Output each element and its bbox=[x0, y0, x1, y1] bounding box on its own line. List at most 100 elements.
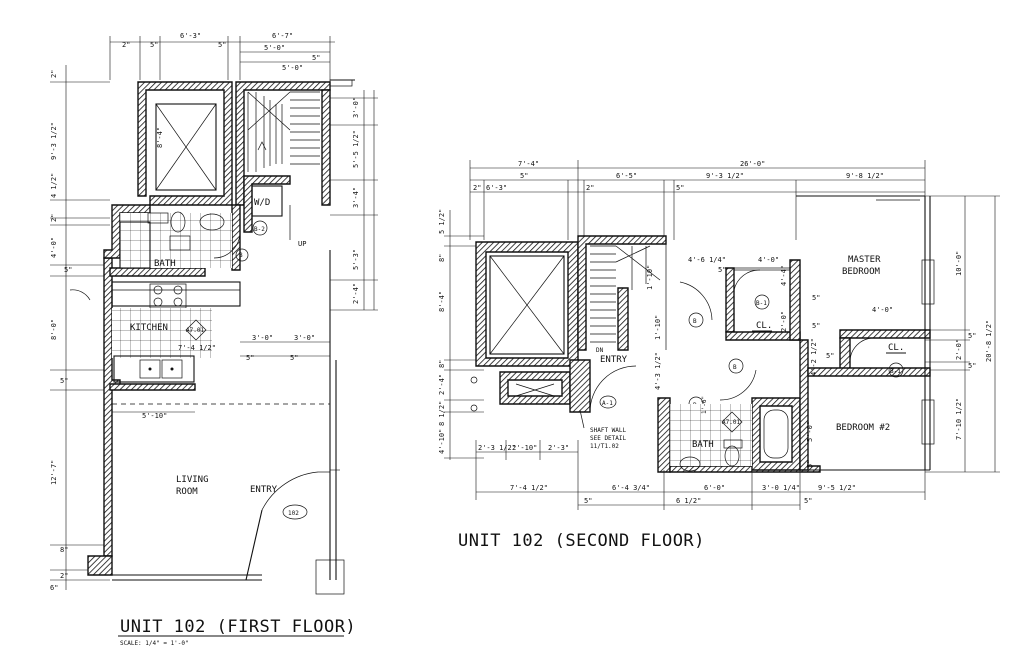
sf-dim-top-2: 6'-3" bbox=[486, 184, 507, 192]
sf-dim-top-8: 9'-8 1/2" bbox=[846, 172, 884, 180]
ff-dim-right-2: 5'-5 1/2" bbox=[352, 130, 360, 168]
sf-dim-top-5: 6'-5" bbox=[616, 172, 637, 180]
sf-dim-int-2: 5" bbox=[718, 266, 726, 274]
sf-stair-dn: DN bbox=[596, 347, 604, 354]
sf-dim-right-4: 2'-0" bbox=[955, 339, 963, 360]
ff-title-block: UNIT 102 (FIRST FLOOR) SCALE: 1/4" = 1'-… bbox=[118, 617, 356, 647]
ff-dim-int-5: 5'-10" bbox=[142, 412, 167, 420]
ff-unit-tag: 102 bbox=[288, 510, 299, 517]
sf-tag-b-1: B bbox=[693, 318, 697, 325]
sf-dim-bot-4: 7'-4 1/2" bbox=[510, 484, 548, 492]
sf-dim-right-1: 10'-0" bbox=[955, 251, 963, 276]
sf-tag-b-2: B bbox=[733, 364, 737, 371]
sf-dim-int-8: 4'-0" bbox=[872, 306, 893, 314]
sf-bottom-dimensions: 2'-3 1/2" 2'-10" 2'-3" 7'-4 1/2" 5" 6'-4… bbox=[475, 440, 926, 510]
ff-tag-b: B bbox=[239, 252, 243, 259]
second-floor-plan: 7'-4" 26'-0" 2" 6'-3" 5" 2" 6'-5" 5" 9'-… bbox=[438, 160, 1000, 551]
ff-kitchen: KITCHEN A7.01 7'-4 1/2" bbox=[111, 281, 241, 383]
sf-dim-top-1: 2" bbox=[473, 184, 481, 192]
ff-dim-left-2: 9'-3 1/2" bbox=[50, 122, 58, 160]
ff-dim-top-4: 5" bbox=[218, 41, 226, 49]
sf-dim-int-5: 5" bbox=[812, 294, 820, 302]
ff-dim-left-7: 8'-0" bbox=[50, 319, 58, 340]
sf-bedroom2-label: BEDROOM #2 bbox=[836, 423, 890, 433]
sf-tag-b1-2: B-1 bbox=[890, 368, 901, 375]
sf-dim-int-12: 1'-10" bbox=[654, 315, 662, 340]
sf-shaft-note-2: SEE DETAIL bbox=[590, 435, 627, 442]
sf-dim-left-1: 5 1/2" bbox=[438, 209, 446, 234]
sf-dim-int-6: 2'-0" bbox=[780, 311, 788, 332]
sf-elevator-shaft bbox=[489, 255, 565, 397]
sf-shaft-note-3: 11/T1.02 bbox=[590, 443, 619, 450]
sf-right-dimensions: 10'-0" 5" 20'-8 1/2" 2'-0" 5" 7'-10 1/2" bbox=[925, 195, 1000, 473]
ff-elevator-shaft: 8'-4" bbox=[155, 103, 217, 191]
sf-tag-a7: A7.01 bbox=[722, 419, 740, 426]
sf-dim-left-7: 4'-10" bbox=[438, 429, 446, 454]
sf-dim-int-7: 5" bbox=[812, 322, 820, 330]
ff-tag-b2: B-2 bbox=[254, 226, 265, 233]
sf-dim-bot-6: 6'-4 3/4" bbox=[612, 484, 650, 492]
sf-dim-bot-9: 6 1/2" bbox=[676, 497, 701, 505]
sf-dim-top-7: 9'-3 1/2" bbox=[706, 172, 744, 180]
ff-dim-top-2: 5" bbox=[150, 41, 158, 49]
ff-bath-label: BATH bbox=[154, 259, 176, 269]
sf-dim-int-13: 5'-0" bbox=[806, 421, 814, 442]
sf-dim-int-9: 4'-2 1/2" bbox=[810, 338, 818, 376]
sf-stair: DN 1'-10" bbox=[590, 244, 667, 354]
ff-left-dimensions: 2" 9'-3 1/2" 4 1/2" 2" 4'-0" 5" 8'-0" 5"… bbox=[50, 65, 110, 592]
sf-top-dimensions: 7'-4" 26'-0" 2" 6'-3" 5" 2" 6'-5" 5" 9'-… bbox=[469, 160, 926, 240]
ff-scale-note: SCALE: 1/4" = 1'-0" bbox=[120, 640, 189, 647]
ff-dim-right-5: 2'-4" bbox=[352, 283, 360, 304]
ff-dim-top-8: 5'-0" bbox=[282, 64, 303, 72]
ff-washer-dryer: W/D B-2 bbox=[251, 185, 283, 236]
sf-dim-int-14: 5" bbox=[806, 460, 814, 468]
ff-dim-top-7: 5" bbox=[312, 54, 320, 62]
sf-bedrooms: MASTER BEDROOM BEDROOM #2 5'-0" 5" bbox=[806, 199, 935, 468]
sf-closet-1: CL. bbox=[756, 321, 772, 331]
sf-dim-int-10: 5" bbox=[826, 352, 834, 360]
sf-dim-bot-10: 9'-5 1/2" bbox=[818, 484, 856, 492]
sf-entry-hall: ENTRY A-1 SHAFT WALL SEE DETAIL 11/T1.02… bbox=[579, 256, 893, 450]
sf-dim-left-5: 2'-4" bbox=[438, 374, 446, 395]
sf-dim-right-5: 5" bbox=[968, 362, 976, 370]
sf-bath: A7.01 BATH 1'-6" bbox=[670, 396, 789, 472]
sf-dim-bot-8: 3'-0 1/4" bbox=[762, 484, 800, 492]
sf-dim-bot-1: 2'-3 1/2" bbox=[478, 444, 516, 452]
ff-dim-left-11: 2" bbox=[60, 572, 68, 580]
sf-dim-bot-2: 2'-10" bbox=[512, 444, 537, 452]
ff-dim-right-3: 3'-4" bbox=[352, 187, 360, 208]
sf-master-label-1: MASTER bbox=[848, 255, 881, 265]
ff-stair-up: UP bbox=[298, 240, 306, 248]
ff-dim-right-1: 3'-0" bbox=[352, 97, 360, 118]
sf-dim-int-3: 4'-0" bbox=[758, 256, 779, 264]
sf-dim-bot-7: 6'-0" bbox=[704, 484, 725, 492]
ff-stair: UP bbox=[247, 91, 320, 248]
sf-dim-int-15: 1'-6" bbox=[701, 396, 708, 414]
sf-dim-overall-1: 7'-4" bbox=[518, 160, 539, 168]
ff-right-dimensions: 3'-0" 5'-5 1/2" 3'-4" 5'-3" 2'-4" bbox=[329, 79, 378, 311]
sf-shaft-note-1: SHAFT WALL bbox=[590, 427, 627, 434]
sf-dim-left-6: 8 1/2" bbox=[438, 401, 446, 426]
sf-master-label-2: BEDROOM bbox=[842, 267, 881, 277]
sf-dim-left-2: 8" bbox=[438, 254, 446, 262]
ff-entry-label: ENTRY bbox=[250, 485, 278, 495]
first-floor-plan: 2" 5" 6'-3" 5" 6'-7" 5'-0" 5" 5'-0" 2" bbox=[50, 32, 378, 647]
sf-dim-int-11: 4'-3 1/2" bbox=[654, 352, 662, 390]
sf-dim-top-4: 2" bbox=[586, 184, 594, 192]
sf-left-dimensions: 5 1/2" 8" 8'-4" 8" 2'-4" 8 1/2" 4'-10" bbox=[438, 209, 484, 460]
sf-dim-top-3: 5" bbox=[520, 172, 528, 180]
sf-dim-right-2: 5" bbox=[968, 332, 976, 340]
ff-interior-dims: 3'-0" 5" 3'-0" 5" 5'-10" bbox=[112, 334, 330, 420]
sf-tag-b1-1: B-1 bbox=[756, 300, 767, 307]
sf-bath-label: BATH bbox=[692, 440, 714, 450]
ff-dim-left-1: 2" bbox=[50, 70, 58, 78]
ff-dim-left-5: 4'-0" bbox=[50, 237, 58, 258]
sf-closet-2: CL. bbox=[888, 343, 904, 353]
sf-dim-bot-3: 2'-3" bbox=[548, 444, 569, 452]
sf-dim-overall-2: 26'-0" bbox=[740, 160, 765, 168]
ff-living-room: LIVING ROOM ENTRY 102 bbox=[69, 250, 345, 595]
sf-dim-right-3: 20'-8 1/2" bbox=[985, 320, 993, 362]
sf-dim-bot-5: 5" bbox=[584, 497, 592, 505]
ff-dim-int-4: 5" bbox=[290, 354, 298, 362]
